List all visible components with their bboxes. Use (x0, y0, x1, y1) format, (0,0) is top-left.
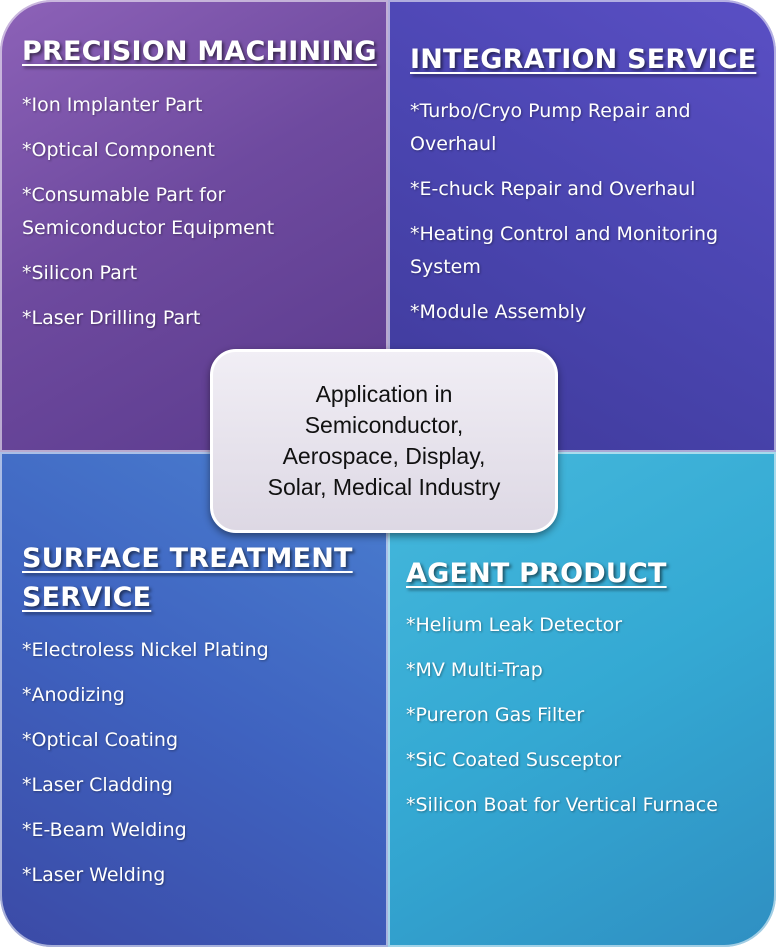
list-item: *E-chuck Repair and Overhaul (410, 178, 696, 200)
list-item: *Silicon Part (22, 262, 138, 284)
surface-treatment-heading: SURFACE TREATMENT SERVICE (22, 543, 353, 613)
application-line: Semiconductor, (304, 412, 464, 438)
list-item: *Pureron Gas Filter (406, 704, 585, 726)
list-item: *Laser Drilling Part (22, 307, 201, 329)
list-item: *Anodizing (22, 684, 125, 706)
list-item: *Module Assembly (410, 301, 587, 323)
list-item: *E-Beam Welding (22, 819, 187, 841)
application-line: Solar, Medical Industry (267, 474, 501, 500)
list-item: *Laser Welding (22, 864, 166, 886)
list-item: *Turbo/Cryo Pump Repair and Overhaul (410, 100, 691, 155)
surface-treatment-list: *Electroless Nickel Plating *Anodizing *… (22, 634, 362, 904)
list-item: *Silicon Boat for Vertical Furnace (406, 794, 718, 816)
precision-machining-list: *Ion Implanter Part *Optical Component *… (22, 89, 362, 347)
list-item: *Optical Coating (22, 729, 179, 751)
agent-product-list: *Helium Leak Detector *MV Multi-Trap *Pu… (406, 609, 766, 834)
list-item: *Optical Component (22, 139, 215, 161)
application-text: Application in Semiconductor, Aerospace,… (268, 379, 501, 503)
application-line: Aerospace, Display, (282, 443, 486, 469)
integration-service-list: *Turbo/Cryo Pump Repair and Overhaul *E-… (410, 95, 755, 341)
list-item: *Electroless Nickel Plating (22, 639, 269, 661)
application-center-box: Application in Semiconductor, Aerospace,… (210, 349, 558, 533)
surface-treatment-panel: SURFACE TREATMENT SERVICE *Electroless N… (0, 452, 388, 947)
list-item: *Consumable Part for Semiconductor Equip… (22, 184, 275, 239)
precision-machining-heading: PRECISION MACHINING (22, 36, 377, 67)
list-item: *MV Multi-Trap (406, 659, 543, 681)
precision-machining-panel: PRECISION MACHINING *Ion Implanter Part … (0, 0, 388, 452)
list-item: *Helium Leak Detector (406, 614, 623, 636)
agent-product-heading: AGENT PRODUCT (406, 558, 667, 589)
list-item: *Ion Implanter Part (22, 94, 203, 116)
integration-service-heading: INTEGRATION SERVICE (410, 44, 757, 75)
list-item: *Heating Control and Monitoring System (410, 223, 719, 278)
list-item: *Laser Cladding (22, 774, 173, 796)
application-line: Application in (315, 381, 453, 407)
list-item: *SiC Coated Susceptor (406, 749, 622, 771)
agent-product-panel: AGENT PRODUCT *Helium Leak Detector *MV … (388, 452, 776, 947)
